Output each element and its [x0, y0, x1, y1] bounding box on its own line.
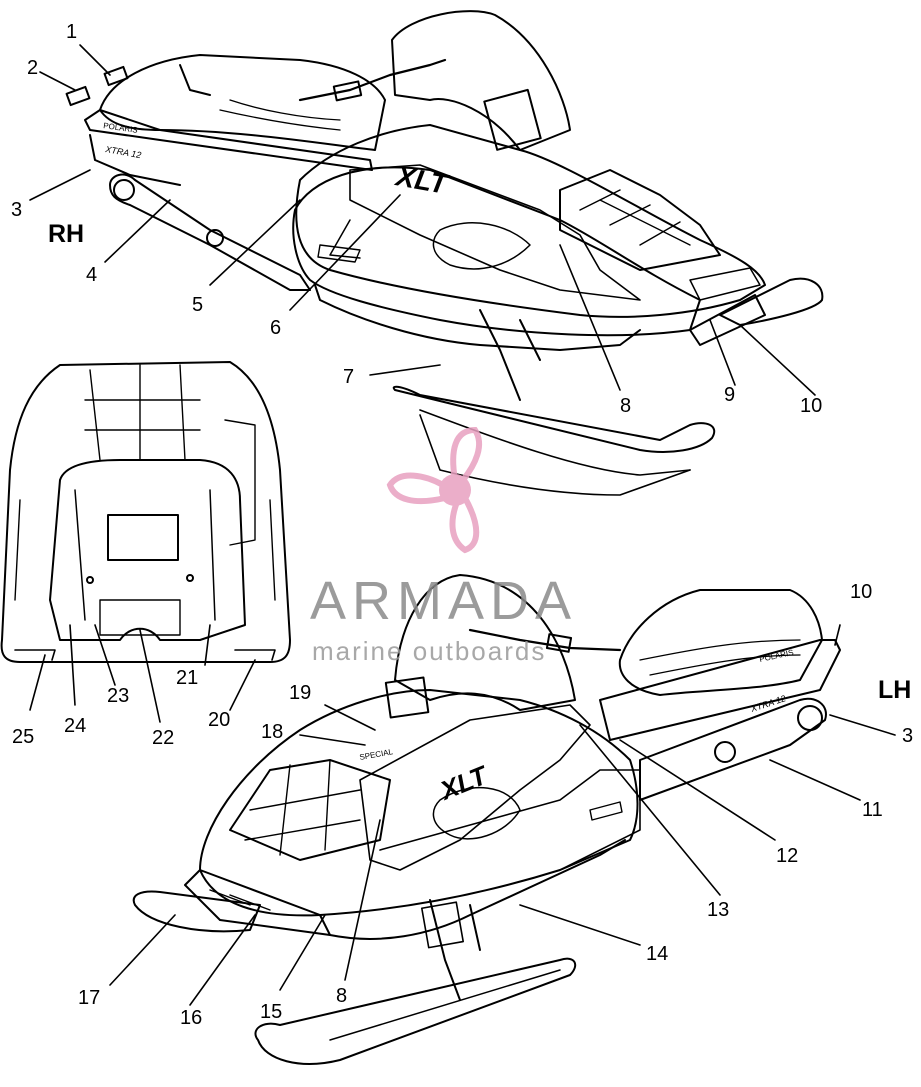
callout-20: 20	[208, 709, 231, 731]
callout-25: 25	[12, 726, 35, 748]
hood-top-view	[0, 361, 291, 663]
callout-22: 22	[152, 727, 175, 749]
side-label-lh: LH	[878, 676, 912, 704]
callout-7: 7	[343, 366, 355, 388]
callout-15: 15	[260, 1001, 283, 1023]
callout-21: 21	[176, 667, 199, 689]
lh-windshield	[394, 574, 576, 711]
rh-side-panel	[292, 166, 701, 337]
lh-track	[639, 697, 827, 801]
callout-18: 18	[261, 721, 284, 743]
callout-2: 2	[27, 57, 39, 79]
callout-10-lh: 10	[850, 581, 873, 603]
rh-xlt-decal: XLT	[392, 160, 452, 200]
rh-windshield	[391, 10, 571, 151]
callout-5: 5	[192, 294, 204, 316]
callout-4: 4	[86, 264, 98, 286]
rh-ski-left	[392, 385, 716, 453]
lh-xlt-decal: XLT	[434, 759, 493, 806]
decal-lettering: XLT XLT POLARIS XTRA 12 POLARIS XTRA 12 …	[103, 121, 795, 806]
watermark-name: ARMADA	[310, 571, 578, 631]
callout-23: 23	[107, 685, 130, 707]
callout-13: 13	[707, 899, 730, 921]
callout-8-lh: 8	[336, 985, 348, 1007]
callout-16: 16	[180, 1007, 203, 1029]
rh-seat	[99, 54, 386, 151]
callout-17: 17	[78, 987, 101, 1009]
callout-1: 1	[66, 21, 78, 43]
callout-9: 9	[724, 384, 736, 406]
callout-11: 11	[862, 799, 883, 821]
callout-8: 8	[620, 395, 632, 417]
watermark-tagline: marine outboards	[312, 636, 547, 666]
lh-special-decal: SPECIAL	[359, 747, 394, 762]
rh-ski-right	[719, 277, 824, 326]
hood-outline	[0, 361, 291, 663]
leader-lines	[29, 44, 896, 1006]
lh-ski-main	[254, 957, 577, 1065]
callout-24: 24	[64, 715, 87, 737]
callout-10: 10	[800, 395, 823, 417]
callout-3-lh: 3	[902, 725, 914, 747]
lh-brand-decal: POLARIS	[759, 648, 795, 664]
rh-hood	[295, 124, 766, 318]
rh-snowmobile	[65, 10, 824, 496]
rh-model-decal: XTRA 12	[104, 144, 142, 160]
callout-6: 6	[270, 317, 282, 339]
callout-12: 12	[776, 845, 799, 867]
callout-3: 3	[11, 199, 23, 221]
callout-19: 19	[289, 682, 312, 704]
lh-snowmobile	[132, 574, 841, 1065]
side-label-rh: RH	[48, 220, 85, 248]
propeller-icon	[386, 426, 483, 554]
lh-seat	[618, 589, 823, 696]
callout-14: 14	[646, 943, 669, 965]
lh-ski-front	[132, 890, 261, 933]
hood-display-window	[107, 514, 179, 561]
